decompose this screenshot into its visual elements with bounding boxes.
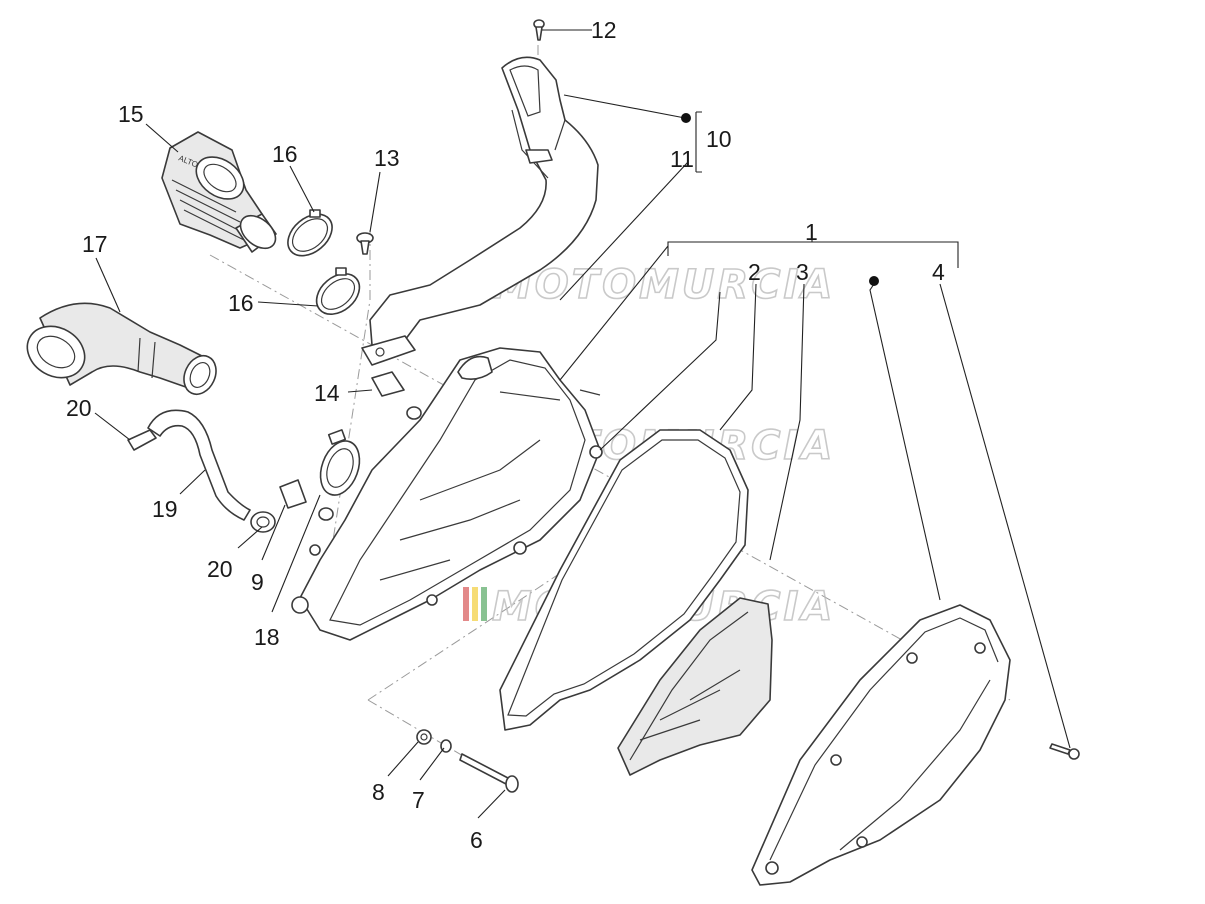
part-filter-housing	[291, 347, 603, 641]
part-speed-nut-9	[279, 479, 307, 509]
callout-19: 19	[152, 496, 178, 522]
part-screw-13	[356, 232, 374, 255]
callout-13: 13	[374, 145, 400, 171]
callout-20-lower: 20	[207, 556, 233, 582]
part-grommets	[318, 406, 422, 521]
part-bolt-6	[459, 753, 519, 793]
callout-1: 1	[805, 219, 818, 245]
callout-6: 6	[470, 827, 483, 853]
kit-marker-dot	[681, 113, 691, 123]
part-filter-element	[617, 597, 773, 776]
callout-9: 9	[251, 569, 264, 595]
callout-4: 4	[932, 259, 945, 285]
part-hose-clamp-lower	[315, 267, 361, 315]
part-snorkel-duct	[361, 56, 599, 366]
part-elbow-pipe	[26, 302, 217, 396]
callout-10: 10	[706, 126, 732, 152]
kit-marker-dot	[869, 276, 879, 286]
part-intake-boot: ALTO	[161, 131, 277, 253]
callout-15: 15	[118, 101, 144, 127]
part-speed-nut-14	[371, 371, 405, 397]
watermark-text: MOTOMURCIA	[492, 262, 835, 308]
part-hose-clamp-18	[319, 429, 361, 496]
part-hose-clip-upper	[127, 429, 157, 451]
part-filter-cover	[751, 604, 1011, 886]
callout-20-upper: 20	[66, 395, 92, 421]
callout-7: 7	[412, 787, 425, 813]
callout-11: 11	[670, 146, 694, 172]
part-cover-screw	[1049, 743, 1080, 760]
watermark-top: MOTOMURCIA	[463, 261, 835, 309]
part-gasket	[499, 429, 749, 731]
callout-8: 8	[372, 779, 385, 805]
callout-17: 17	[82, 231, 108, 257]
part-hose-clip-lower	[250, 511, 276, 533]
callout-18: 18	[254, 624, 280, 650]
callout-16-lower: 16	[228, 290, 254, 316]
part-hose-clamp-upper	[287, 209, 333, 257]
leader-lines	[94, 29, 1071, 819]
callout-3: 3	[796, 259, 809, 285]
callout-labels: 1 2 3 4 6 7 8 9 10 11 12 13 14 15 16 16 …	[66, 17, 945, 853]
callout-2: 2	[748, 259, 761, 285]
callout-12: 12	[591, 17, 617, 43]
part-breather-hose	[147, 409, 251, 521]
callout-16-upper: 16	[272, 141, 298, 167]
part-screw-12	[533, 19, 545, 41]
part-washer-8	[416, 729, 432, 745]
callout-14: 14	[314, 380, 340, 406]
